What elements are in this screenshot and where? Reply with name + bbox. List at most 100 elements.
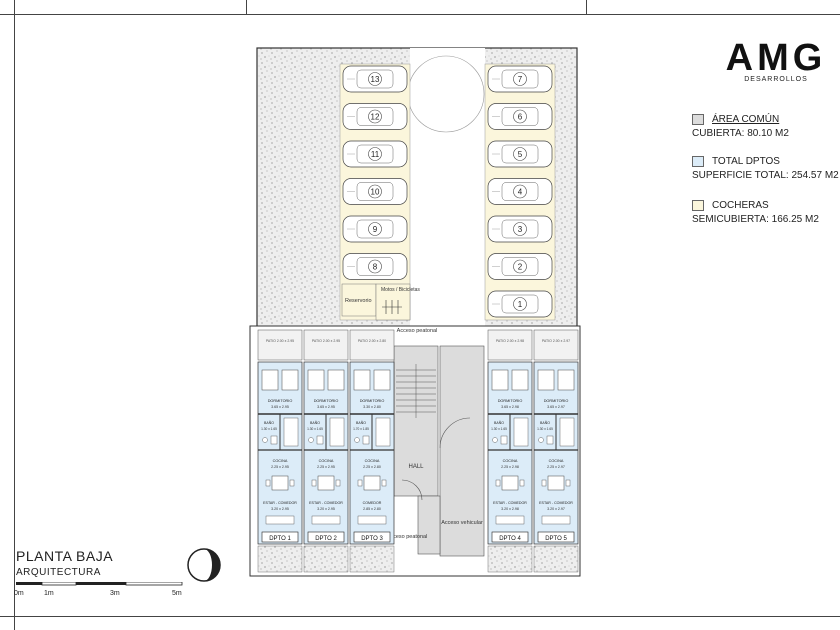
sink-icon (546, 435, 554, 445)
north-arrow-icon (187, 548, 221, 582)
room-size: 2.25 x 2.95 (317, 465, 335, 469)
room-size: 1.70 x 1.85 (353, 427, 369, 431)
unit-name-box (353, 531, 391, 543)
scale-segment (125, 582, 183, 586)
vehicle-access-label: Acceso vehicular (441, 520, 483, 526)
parking-stall: 7 (487, 65, 553, 93)
room-size: 2.25 x 2.95 (271, 465, 289, 469)
room-name: BAÑO (264, 420, 274, 425)
room-name: BAÑO (310, 420, 320, 425)
legend-title: COCHERAS (712, 200, 769, 211)
sheet-border-left (14, 0, 15, 630)
garden-strip (487, 545, 533, 573)
car-roof (356, 257, 394, 276)
scale-label-0: 0m (14, 590, 24, 597)
room-size: 3.20 x 2.97 (547, 507, 565, 511)
bed-icon (353, 369, 371, 391)
room-name: COMEDOR (363, 501, 382, 505)
chair-icon (541, 479, 547, 487)
room-name: ESTAR - COMEDOR (263, 501, 297, 505)
sink-icon (362, 435, 370, 445)
parking-stall: 3 (487, 215, 553, 243)
legend-value: SEMICUBIERTA: 166.25 M2 (692, 214, 819, 225)
stall-number: 9 (373, 225, 378, 234)
bed-icon (537, 369, 555, 391)
pedestrian-access-label: Acceso peatonal (397, 328, 438, 334)
stall-number: 5 (518, 150, 523, 159)
moto-area (375, 283, 411, 321)
legend-value: SUPERFICIE TOTAL: 254.57 M2 (692, 170, 839, 181)
sink-icon (316, 435, 324, 445)
hall-label: HALL (408, 464, 424, 470)
unit-name-box (491, 531, 529, 543)
stall-number: 8 (373, 263, 378, 272)
legend-swatch-apartments (692, 156, 704, 167)
bed-icon (307, 369, 325, 391)
stall-number-badge (368, 184, 382, 199)
patio (303, 329, 349, 361)
parking-stall: 1 (487, 290, 553, 318)
stall-number: 10 (371, 188, 380, 197)
patio (349, 329, 395, 361)
brand-subtitle: DESARROLLOS (744, 76, 808, 83)
door-swing-icon (439, 417, 471, 449)
room-name: BAÑO (356, 420, 366, 425)
stall-number-badge (368, 109, 382, 124)
car-roof (356, 69, 394, 89)
room-size: 3.20 x 2.98 (501, 507, 519, 511)
chair-icon (565, 479, 571, 487)
room-size: 2.25 x 2.98 (501, 465, 519, 469)
stall-number: 4 (518, 188, 523, 197)
turning-circle (407, 55, 485, 133)
chair-icon (495, 479, 501, 487)
moto-label-text: Motos / Bicicletas (381, 287, 420, 293)
unit-name: DPTO 4 (499, 536, 521, 542)
common-area-access (417, 495, 441, 555)
sofa-icon (265, 515, 295, 525)
bed-icon (491, 369, 509, 391)
grid-tick (246, 0, 247, 14)
sofa-icon (495, 515, 525, 525)
chair-icon (265, 479, 271, 487)
stall-number-badge (513, 72, 527, 86)
garden-strip (303, 545, 349, 573)
patio (533, 329, 579, 361)
car-roof (356, 107, 394, 126)
unit-floor (487, 361, 533, 545)
room-name: DORMITORIO (314, 399, 339, 403)
room-name: COCINA (365, 459, 380, 463)
parking-stall: 9 (342, 215, 408, 243)
scale-label-5: 5m (172, 590, 182, 597)
toilet-icon (492, 437, 498, 443)
car-roof (501, 144, 539, 164)
car-roof (501, 257, 539, 276)
scale-segment (41, 582, 77, 586)
stall-number: 3 (518, 225, 523, 234)
room-size: 1.30 x 1.65 (307, 427, 323, 431)
parking-stall: 10 (342, 178, 408, 205)
toilet-icon (538, 437, 544, 443)
bike-icon (382, 300, 402, 314)
stall-number: 11 (371, 150, 380, 159)
chair-icon (335, 479, 341, 487)
room-name: DORMITORIO (268, 399, 293, 403)
toilet-icon (354, 437, 360, 443)
scale-bar (16, 582, 183, 586)
plan-subtitle: ARQUITECTURA (16, 567, 101, 578)
unit-name: DPTO 1 (269, 536, 291, 542)
unit-name-box (307, 531, 345, 543)
car-roof (501, 107, 539, 126)
unit-name: DPTO 3 (361, 536, 383, 542)
sheet-border-bottom (0, 616, 840, 617)
parking-stall: 12 (342, 103, 408, 130)
unit-floor (303, 361, 349, 545)
patio-label: PATIO 2.00 x 2.95 (312, 339, 340, 343)
car-roof (356, 144, 394, 164)
scale-label-1: 1m (44, 590, 54, 597)
